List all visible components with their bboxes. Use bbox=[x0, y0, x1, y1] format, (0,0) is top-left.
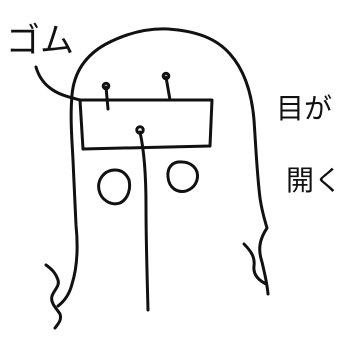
rubber-band bbox=[78, 98, 214, 151]
rubber-label: ゴム bbox=[6, 21, 74, 61]
right-eye bbox=[166, 160, 199, 193]
right-pin-head bbox=[161, 71, 171, 81]
left-pin-head bbox=[101, 81, 111, 91]
eyes-open-label-line1: 目が bbox=[276, 92, 332, 125]
ghost-right-wave bbox=[242, 242, 268, 286]
left-eye bbox=[97, 168, 132, 206]
center-string bbox=[138, 130, 150, 312]
ghost-body-outline bbox=[56, 27, 270, 308]
left-pin bbox=[104, 85, 110, 111]
string-knot bbox=[135, 125, 145, 135]
callout-line bbox=[34, 65, 82, 102]
eyes-open-label-line2: 開く bbox=[286, 164, 342, 197]
right-pin bbox=[164, 75, 172, 102]
ghost-left-wave bbox=[44, 263, 62, 330]
